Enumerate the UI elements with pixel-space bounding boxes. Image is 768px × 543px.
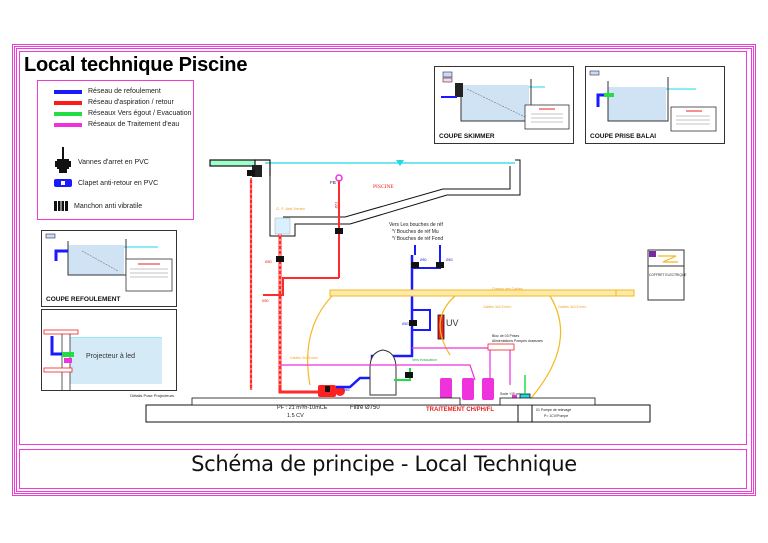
legend-label: Réseaux Vers égout / Evacuation [88,110,192,117]
legend-label: Réseau d'aspiration / retour [88,99,174,106]
outer-frame-2 [14,46,754,494]
cable-tray [329,289,617,297]
cables-label: Cables 3x2.5 mm² [483,305,512,309]
section-projecteur: Projecteur à led Détails Pose Projecteur… [41,309,177,398]
anti-vibration-sleeve-icon [54,201,68,211]
valve-icon [55,147,71,173]
refoulement-drawing [45,233,173,292]
diameter-label: Ø63 [446,258,453,262]
legend-label: Réseaux de Traitement d'eau [88,121,180,128]
uv-label: UV [446,318,459,328]
uv-lamp [437,314,445,340]
section-skimmer: COUPE SKIMMER [434,66,574,144]
drawing-frame [19,51,747,445]
line-swatch [54,100,82,105]
legend-item-check-valve: Clapet anti-retour en PVC [54,178,158,188]
cables-label: Cables 3x2.5 mm² [558,305,587,309]
diameter-label: Ø50 [265,260,272,264]
cable-tray-label: Chemin des Cables [492,287,523,291]
drawing-title: Schéma de principe - Local Technique [191,452,577,476]
diameter-label: Ø63 [402,322,409,326]
relevage-power: P= 1CV/Pompe [544,414,569,418]
evacuation-label: Vers évacuation [412,358,437,362]
projecteur-note: Détails Pose Projecteurs [130,393,174,398]
section-refoulement: COUPE REFOULEMENT [41,230,177,307]
bouches-item: */ Bouches de réf Fond [392,236,444,242]
relevage-label: 01 Pompe de relevage [536,408,572,412]
legend-item-refoulement: Réseau de refoulement [54,88,161,95]
pump-spec: PF : 21 m³/h-10mCE [277,405,328,411]
diameter-label: Ø50 [262,299,269,303]
socket-block-label-2: Alimentations Pompes doseuses [492,339,543,343]
dosing-pump-1 [440,378,452,400]
water-level-marker [396,160,404,166]
dosing-pump-2 [462,378,474,400]
treatment-label: TRAITEMENT CH/PH/FL [426,407,494,413]
line-swatch [54,89,82,94]
legend-label: Réseau de refoulement [88,88,161,95]
title-block-frame [19,449,747,489]
skimmer-drawing [441,71,570,130]
projecteur-drawing [43,329,162,390]
base-slab [145,404,651,423]
diameter-label: Ø63 [343,388,350,392]
projecteur-label: Projecteur à led [86,353,136,360]
electrical-panel [647,249,685,301]
section-caption: COUPE SKIMMER [439,133,495,140]
bouches-title: Vers Les bouches de réf [389,222,443,228]
prise-balai-drawing [589,70,717,132]
legend-label: Clapet anti-retour en PVC [78,179,159,187]
bouches-item: */ Bouches de réf Mu [392,229,439,235]
dosing-pump-3 [482,378,494,400]
treatment-line [280,364,476,381]
section-prise-balai: COUPE PRISE BALAI [585,66,725,144]
legend-label: Manchon anti vibratile [74,202,143,210]
section-caption: COUPE REFOULEMENT [46,296,121,303]
socket-block-label: Bloc de 03 Prises [492,334,520,338]
pool-label: PISCINE [373,184,394,190]
outer-frame [12,44,756,496]
pump-power: 1.5 CV [287,413,304,419]
fb-label: FB [330,180,336,185]
filter-spec: Filtre Ø750 [350,405,380,411]
legend: Réseau de refoulement Réseau d'aspiratio… [37,80,194,220]
line-swatch [54,122,82,127]
anti-vortex-label: G. F. Anti-Vortex [276,206,305,211]
pool-outline [269,159,521,237]
pool-coping [209,159,256,167]
diameter-label: Ø50 [420,258,427,262]
legend-label: Vannes d'arret en PVC [78,158,149,166]
legend-item-evacuation: Réseaux Vers égout / Evacuation [54,110,192,117]
cable-1 [307,295,333,386]
line-swatch [54,111,82,116]
legend-item-traitement: Réseaux de Traitement d'eau [54,121,179,128]
legend-item-valve: Vannes d'arret en PVC [54,147,149,177]
socket-block [487,343,515,351]
socle-label: Socle +15 cm [500,392,521,396]
outer-frame-3 [16,48,752,492]
legend-item-sleeve: Manchon anti vibratile [54,201,142,211]
check-valve-icon [54,179,72,187]
sand-filter [369,349,397,396]
electrical-panel-label: COFFRET ELECTRIQUE [649,273,687,277]
page-title: Local technique Piscine [24,54,248,76]
section-caption: COUPE PRISE BALAI [590,133,657,140]
cable-2 [439,295,456,356]
diameter-label: Ø63 [334,201,339,209]
legend-item-aspiration: Réseau d'aspiration / retour [54,99,174,106]
skimmer [252,165,262,177]
cable-3 [524,295,562,406]
cables-label: Cables 3x2.5 mm² [290,356,319,360]
valves [247,170,444,392]
